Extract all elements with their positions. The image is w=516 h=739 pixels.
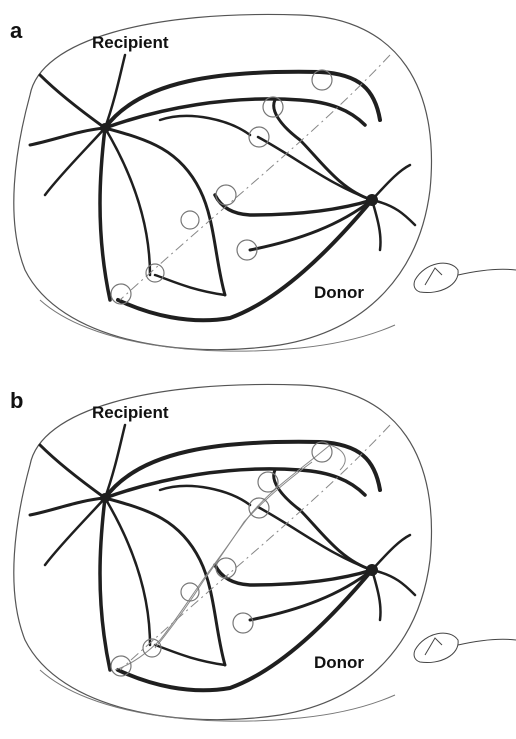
anastomosis-sites	[111, 442, 332, 676]
panel-b: b	[0, 370, 516, 739]
graft-boundary-line	[120, 55, 390, 300]
fundus-drawing-a	[0, 0, 516, 370]
panel-a: a	[0, 0, 516, 370]
anastomosis-site	[233, 613, 253, 633]
globe-outline	[14, 14, 432, 349]
donor-vessels	[118, 470, 415, 690]
fundus-drawing-b	[0, 370, 516, 739]
donor-label: Donor	[314, 653, 364, 673]
recipient-label: Recipient	[92, 403, 169, 423]
eye-icon	[414, 263, 516, 292]
graft-boundary-line	[120, 425, 390, 670]
anastomosis-site	[181, 211, 199, 229]
anastomosis-site	[146, 264, 164, 282]
anastomosis-sites	[111, 70, 332, 304]
recipient-label: Recipient	[92, 33, 169, 53]
anastomosis-site	[216, 185, 236, 205]
anastomosis-site	[216, 558, 236, 578]
donor-label: Donor	[314, 283, 364, 303]
donor-vessels	[118, 100, 415, 320]
eye-icon	[414, 633, 516, 662]
globe-outline-lower	[40, 670, 395, 721]
globe-outline-lower	[40, 300, 395, 351]
